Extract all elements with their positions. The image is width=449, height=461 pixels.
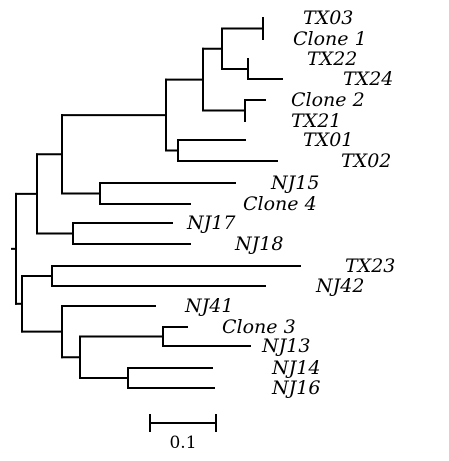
leaf-label: Clone 2	[291, 89, 365, 111]
leaf-label: TX03	[303, 7, 353, 29]
leaf-label: TX21	[291, 110, 341, 132]
leaf-label: Clone 1	[293, 28, 367, 50]
leaf-label: NJ13	[261, 335, 310, 357]
scale-bar: 0.1	[149, 414, 217, 453]
leaf-label: Clone 3	[222, 316, 296, 338]
leaf-label: NJ42	[315, 275, 364, 297]
leaf-label: NJ18	[234, 233, 283, 255]
leaf-label: Clone 4	[243, 193, 317, 215]
scale-bar-label: 0.1	[169, 433, 196, 453]
leaf-label: TX24	[343, 68, 393, 90]
leaf-label: NJ16	[271, 377, 320, 399]
leaf-label: NJ15	[270, 172, 319, 194]
leaf-label: TX22	[307, 48, 357, 70]
leaf-label: NJ17	[186, 212, 236, 234]
tree-branches	[11, 17, 301, 389]
leaf-label: NJ14	[271, 357, 320, 379]
leaf-label: TX02	[341, 150, 391, 172]
leaf-label: NJ41	[184, 295, 233, 317]
leaf-label: TX23	[345, 255, 395, 277]
leaf-label: TX01	[303, 129, 353, 151]
